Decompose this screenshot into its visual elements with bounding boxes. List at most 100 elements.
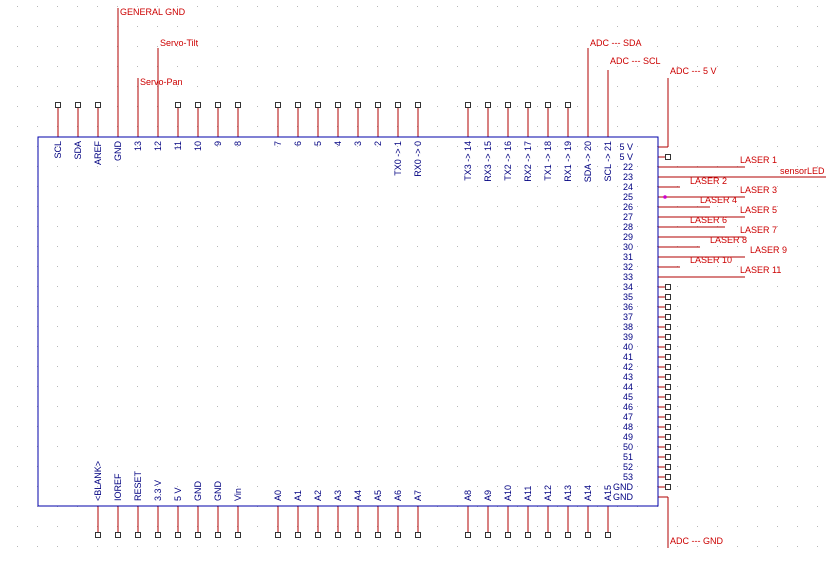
grid-dot — [97, 306, 98, 307]
grid-dot — [17, 486, 18, 487]
grid-dot — [777, 466, 778, 467]
pin-terminal — [665, 314, 671, 320]
grid-dot — [597, 126, 598, 127]
top-pin-label: SCL -> 21 — [603, 141, 613, 181]
grid-dot — [197, 386, 198, 387]
net-laser-label: LASER 3 — [740, 185, 777, 195]
grid-dot — [797, 6, 798, 7]
grid-dot — [457, 526, 458, 527]
right-pin-label: 25 — [623, 192, 633, 202]
grid-dot — [157, 426, 158, 427]
grid-dot — [97, 426, 98, 427]
grid-dot — [337, 286, 338, 287]
grid-dot — [17, 86, 18, 87]
grid-dot — [57, 406, 58, 407]
grid-dot — [17, 26, 18, 27]
top-pin-label: TX3 -> 14 — [463, 141, 473, 181]
grid-dot — [297, 46, 298, 47]
grid-dot — [457, 286, 458, 287]
grid-dot — [337, 466, 338, 467]
grid-dot — [157, 286, 158, 287]
grid-dot — [337, 406, 338, 407]
grid-dot — [797, 246, 798, 247]
grid-dot — [497, 526, 498, 527]
grid-dot — [297, 146, 298, 147]
grid-dot — [797, 26, 798, 27]
grid-dot — [717, 46, 718, 47]
grid-dot — [737, 66, 738, 67]
grid-dot — [437, 246, 438, 247]
grid-dot — [157, 186, 158, 187]
grid-dot — [197, 186, 198, 187]
grid-dot — [717, 86, 718, 87]
grid-dot — [417, 86, 418, 87]
grid-dot — [437, 406, 438, 407]
grid-dot — [637, 266, 638, 267]
grid-dot — [697, 426, 698, 427]
grid-dot — [637, 326, 638, 327]
grid-dot — [477, 246, 478, 247]
grid-dot — [457, 6, 458, 7]
pin-terminal — [115, 532, 121, 538]
grid-dot — [817, 126, 818, 127]
grid-dot — [757, 346, 758, 347]
grid-dot — [317, 266, 318, 267]
pin-terminal — [275, 102, 281, 108]
grid-dot — [357, 386, 358, 387]
grid-dot — [517, 346, 518, 347]
grid-dot — [697, 446, 698, 447]
pin-terminal — [395, 102, 401, 108]
grid-dot — [457, 306, 458, 307]
grid-dot — [577, 246, 578, 247]
grid-dot — [277, 386, 278, 387]
grid-dot — [637, 466, 638, 467]
pin-terminal — [375, 102, 381, 108]
grid-dot — [277, 226, 278, 227]
grid-dot — [137, 26, 138, 27]
grid-dot — [97, 226, 98, 227]
bottom-pin-label: A10 — [503, 485, 513, 501]
grid-dot — [637, 6, 638, 7]
arduino-mega-body[interactable] — [37, 136, 659, 507]
grid-dot — [597, 66, 598, 67]
grid-dot — [237, 46, 238, 47]
grid-dot — [737, 106, 738, 107]
grid-dot — [337, 306, 338, 307]
grid-dot — [317, 466, 318, 467]
grid-dot — [617, 486, 618, 487]
grid-dot — [517, 86, 518, 87]
grid-dot — [417, 226, 418, 227]
grid-dot — [757, 206, 758, 207]
grid-dot — [357, 366, 358, 367]
grid-dot — [517, 306, 518, 307]
grid-dot — [57, 446, 58, 447]
grid-dot — [597, 186, 598, 187]
grid-dot — [457, 46, 458, 47]
grid-dot — [97, 166, 98, 167]
grid-dot — [77, 26, 78, 27]
grid-dot — [117, 166, 118, 167]
grid-dot — [97, 146, 98, 147]
grid-dot — [797, 46, 798, 47]
grid-dot — [537, 466, 538, 467]
grid-dot — [77, 426, 78, 427]
grid-dot — [97, 26, 98, 27]
grid-dot — [277, 366, 278, 367]
grid-dot — [317, 366, 318, 367]
grid-dot — [257, 266, 258, 267]
grid-dot — [777, 306, 778, 307]
grid-dot — [357, 66, 358, 67]
grid-dot — [337, 486, 338, 487]
grid-dot — [457, 126, 458, 127]
grid-dot — [557, 126, 558, 127]
pin-terminal — [485, 102, 491, 108]
grid-dot — [217, 366, 218, 367]
pin-terminal — [95, 532, 101, 538]
grid-dot — [677, 286, 678, 287]
grid-dot — [537, 206, 538, 207]
grid-dot — [417, 486, 418, 487]
pin-terminal — [665, 394, 671, 400]
pin-terminal — [665, 154, 671, 160]
grid-dot — [797, 286, 798, 287]
grid-dot — [497, 446, 498, 447]
